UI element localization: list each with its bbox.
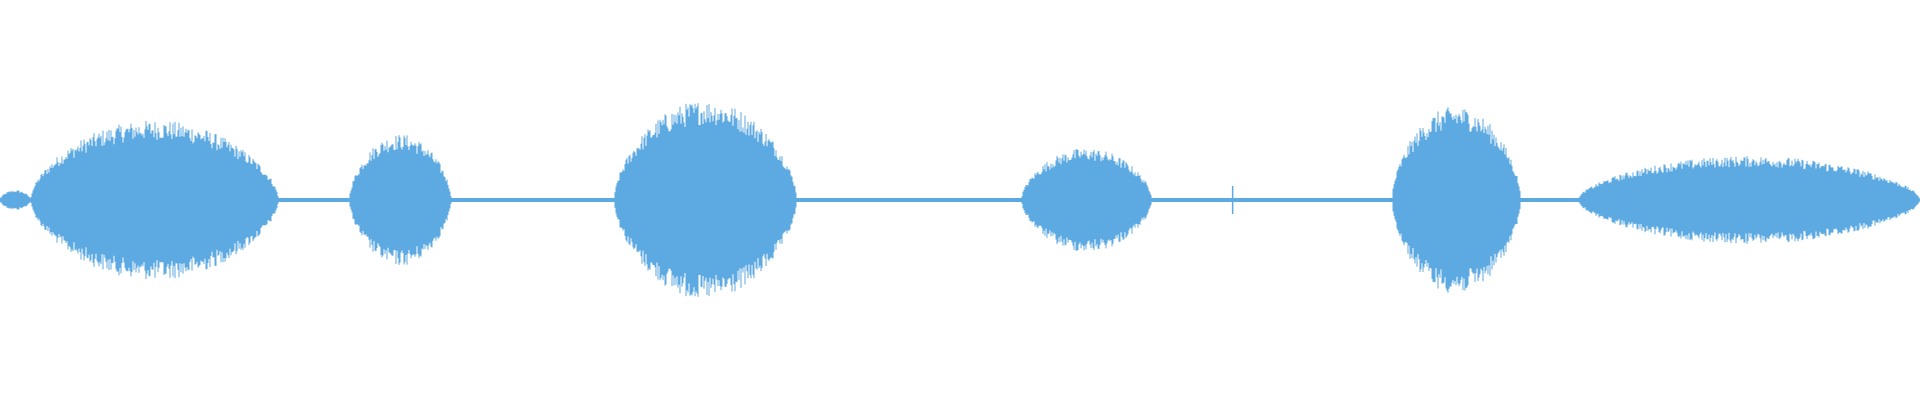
waveform-path xyxy=(0,103,1920,297)
waveform-bars xyxy=(0,103,1920,297)
